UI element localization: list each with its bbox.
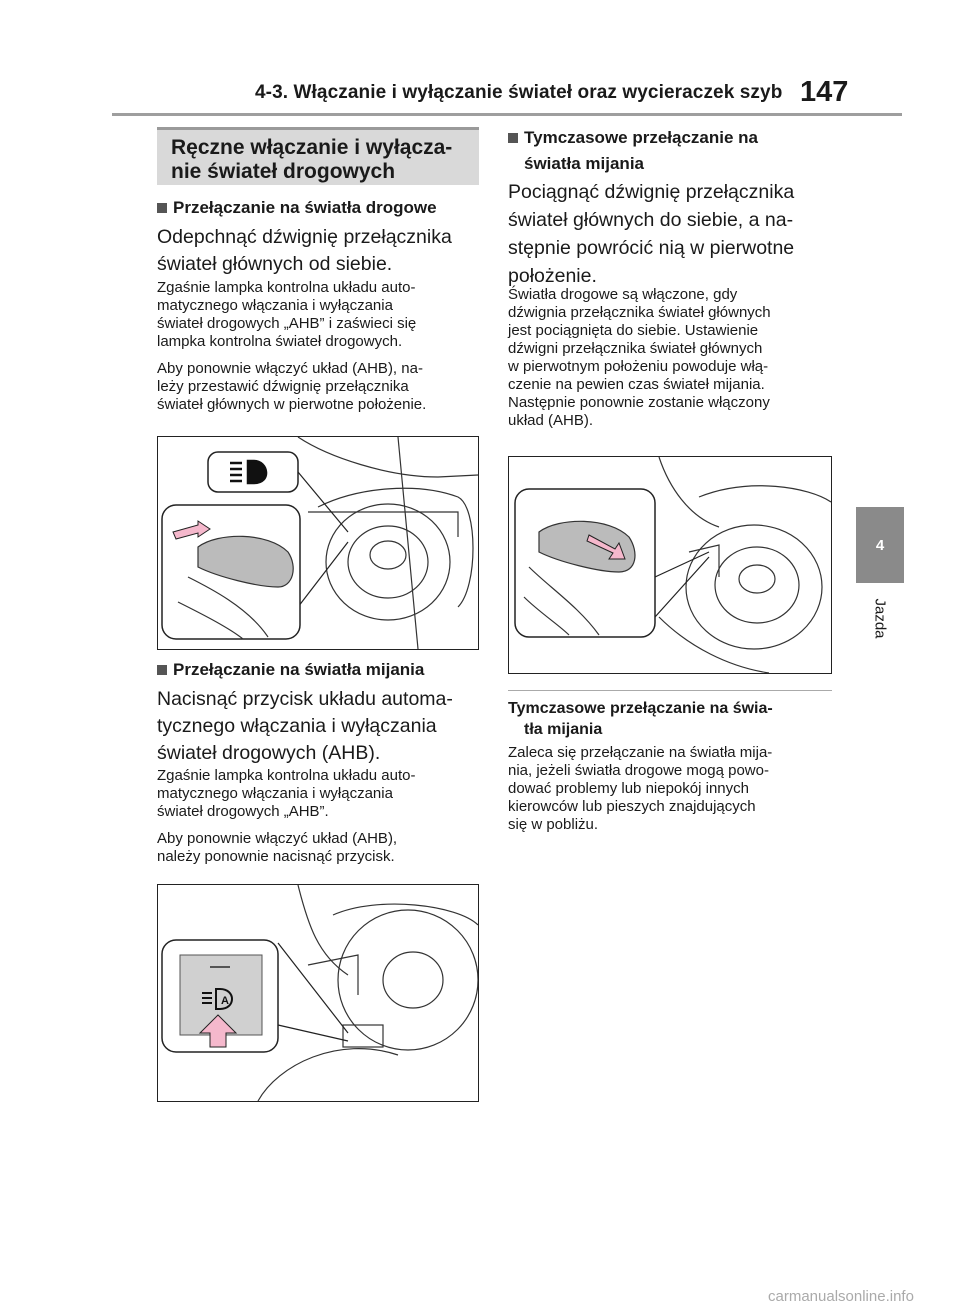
info-text: Zaleca się przełączanie na światła mija-… — [508, 744, 773, 833]
chapter-number: 4 — [875, 536, 885, 554]
auto-high-beam-icon: A — [202, 988, 233, 1010]
subheading-temporary-low-beam: Tymczasowe przełączanie na światła mijan… — [508, 127, 758, 175]
figure-pull-lever-drawing — [514, 456, 832, 674]
section-heading: Ręczne włączanie i wyłącza- nie świateł … — [157, 127, 479, 185]
bullet-square-icon — [508, 133, 518, 143]
bullet-square-icon — [157, 665, 167, 675]
push-arrow-icon — [172, 520, 211, 540]
instruction-low-beam: Nacisnąć przycisk układu automa-tycznego… — [157, 688, 453, 764]
note-high-beam-2: Aby ponownie włączyć układ (AHB), na-leż… — [157, 360, 427, 413]
press-arrow-icon — [198, 1014, 238, 1048]
subheading-low-beam: Przełączanie na światła mijania — [157, 659, 424, 681]
running-header: 4-3. Włączanie i wyłączanie świateł oraz… — [255, 82, 783, 103]
header-divider — [112, 113, 902, 116]
bullet-square-icon — [157, 203, 167, 213]
chapter-tab: 4 — [856, 507, 904, 583]
note-low-beam-1: Zgaśnie lampka kontrolna układu auto-mat… — [157, 767, 416, 820]
subheading-high-beam: Przełączanie na światła drogowe — [157, 197, 437, 219]
note-high-beam-1: Zgaśnie lampka kontrolna układu auto-mat… — [157, 279, 417, 350]
figure-pull-lever — [508, 456, 832, 674]
info-divider — [508, 690, 832, 691]
svg-text:A: A — [221, 995, 229, 1007]
page-number: 147 — [800, 76, 849, 108]
figure-ahb-button-drawing: A — [161, 884, 479, 1102]
pull-arrow-icon — [586, 534, 626, 560]
note-low-beam-2: Aby ponownie włączyć układ (AHB),należy … — [157, 830, 398, 865]
info-heading: Tymczasowe przełączanie na świa- tła mij… — [508, 700, 773, 738]
chapter-label: Jazda — [871, 597, 889, 639]
figure-push-lever — [157, 436, 479, 650]
figure-ahb-button: A — [157, 884, 479, 1102]
figure-push-lever-drawing — [161, 436, 479, 650]
high-beam-icon — [230, 459, 268, 485]
watermark: carmanualsonline.info — [768, 1288, 914, 1305]
